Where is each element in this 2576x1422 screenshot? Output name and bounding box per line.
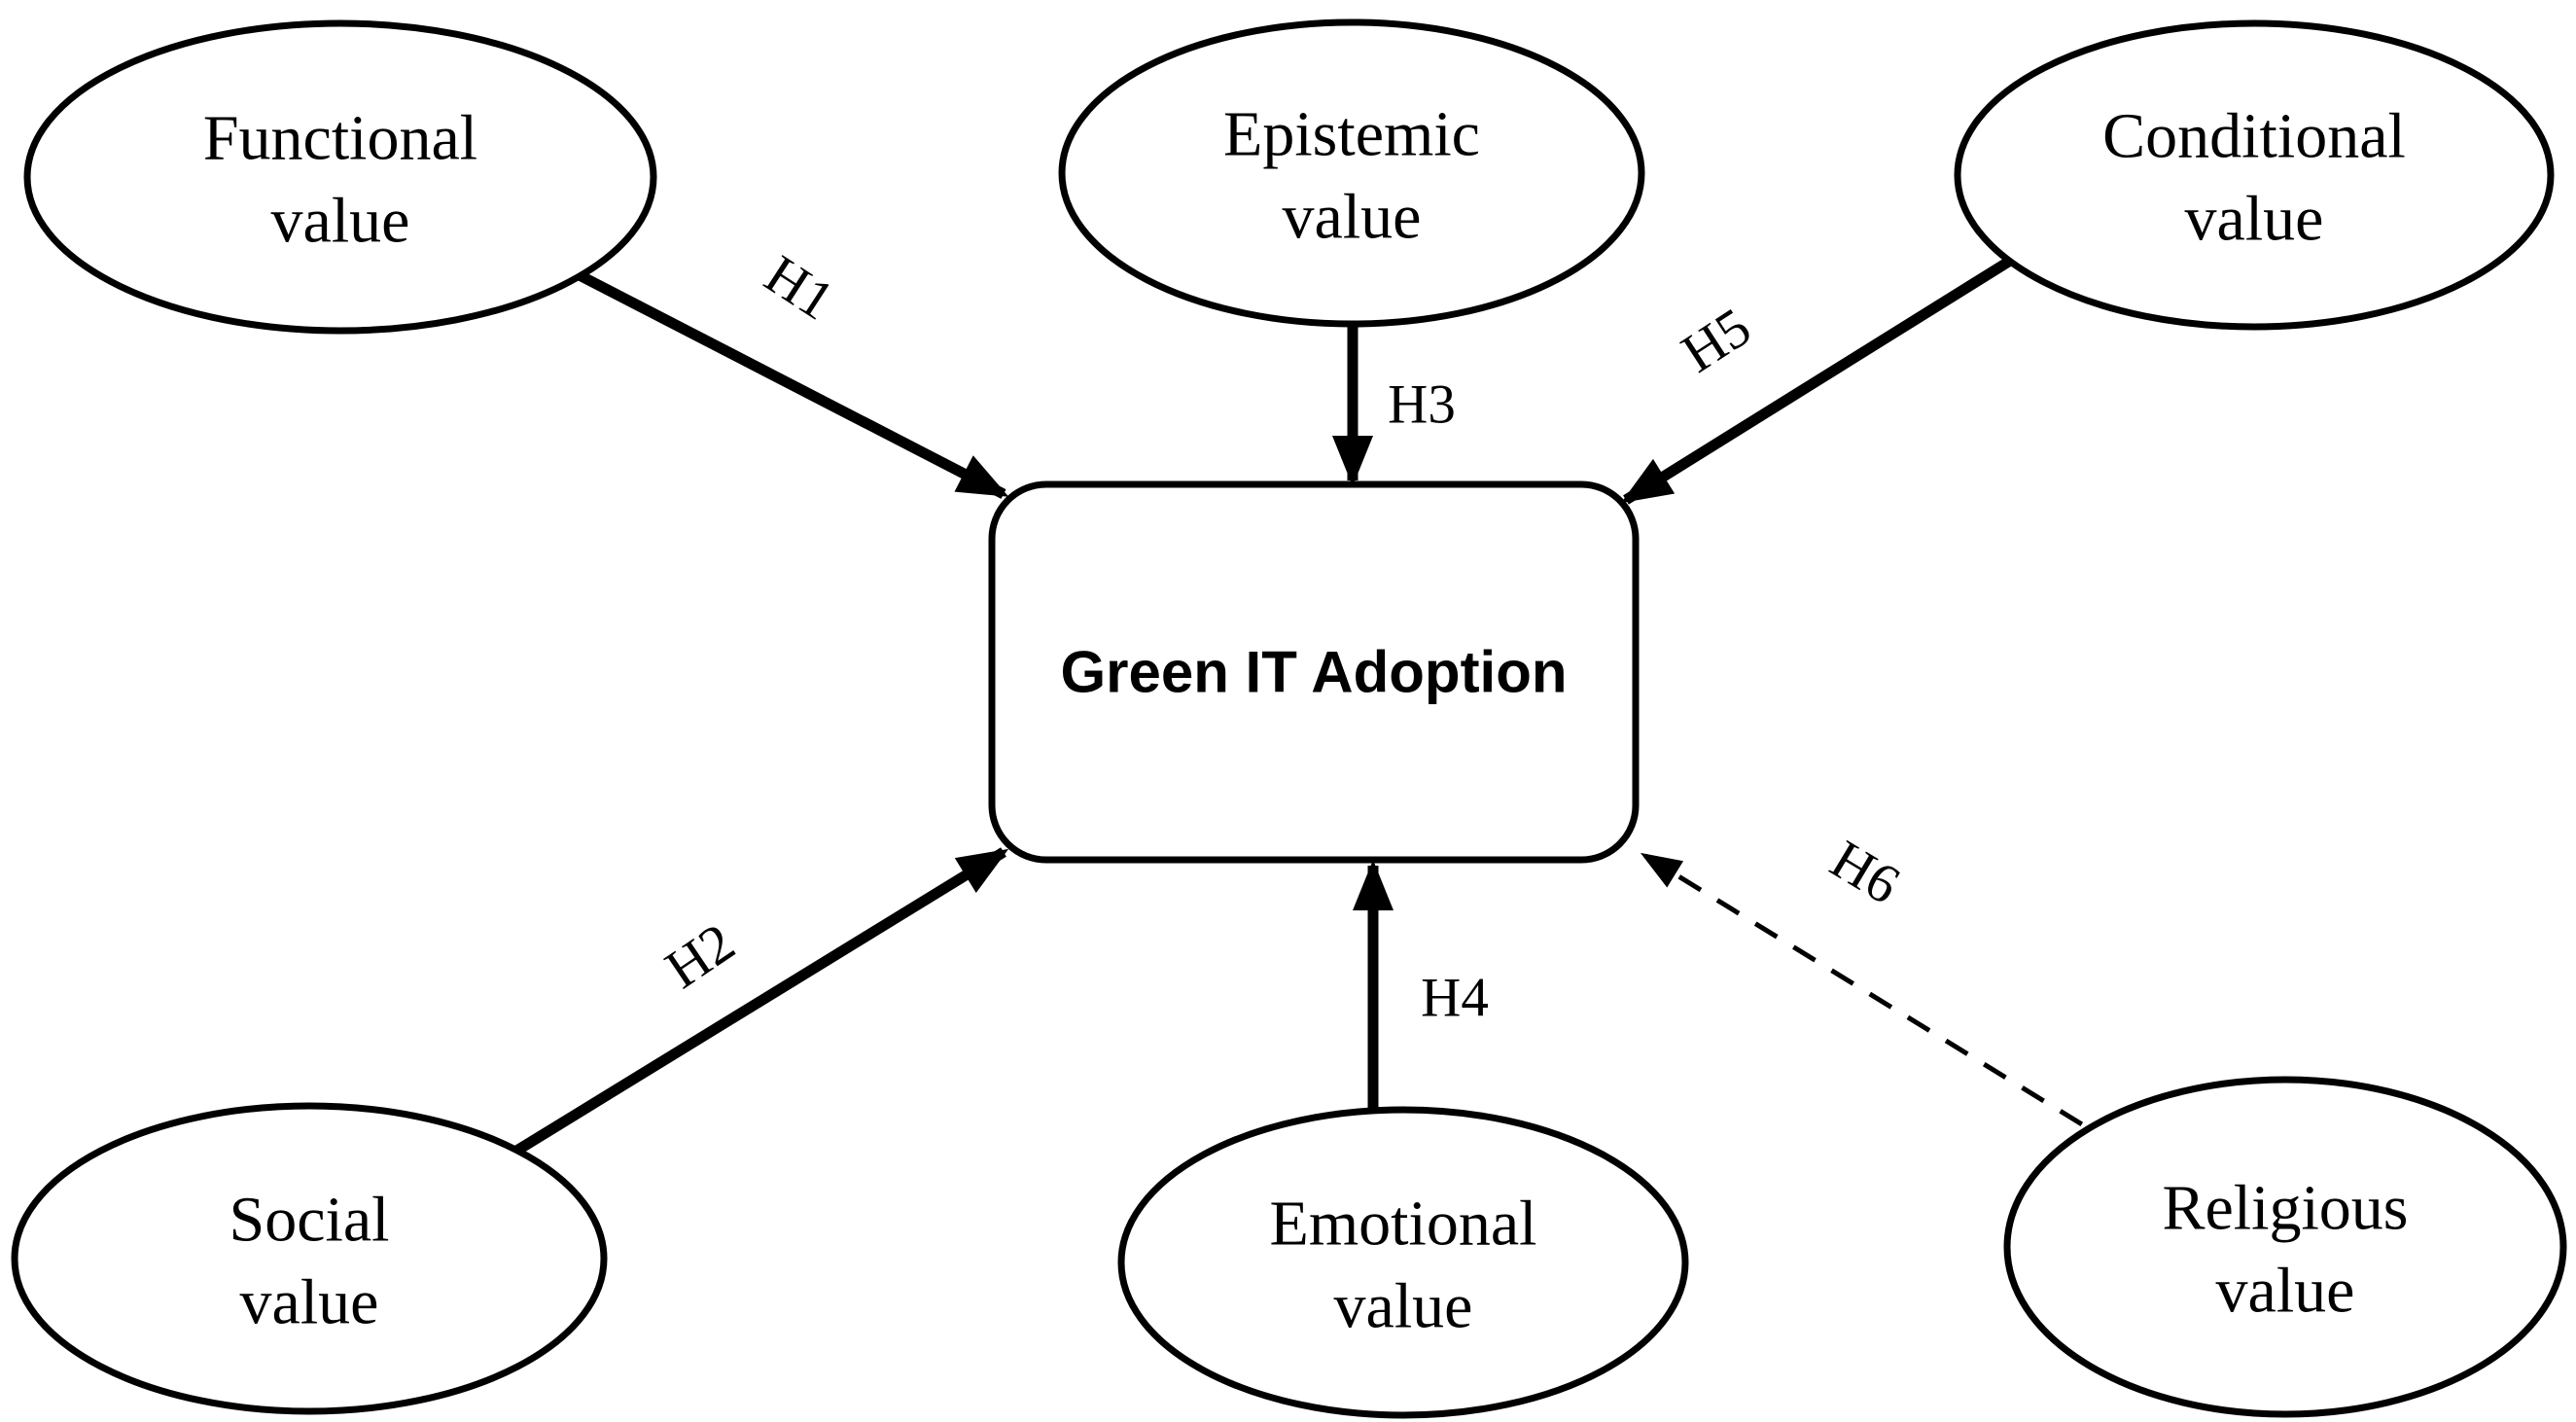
node-conditional-label-line1: Conditional bbox=[2102, 101, 2406, 172]
edge-h6-line bbox=[1640, 852, 2122, 1151]
node-religious-label-line1: Religious bbox=[2162, 1173, 2408, 1244]
node-functional-label-line2: value bbox=[271, 186, 410, 257]
center-box-label: Green IT Adoption bbox=[1060, 640, 1567, 705]
edge-h2-label: H2 bbox=[655, 911, 746, 1000]
edge-h5-label: H5 bbox=[1672, 297, 1762, 385]
edge-h5-line bbox=[1620, 248, 2026, 505]
center-box bbox=[988, 480, 1640, 864]
node-functional-label-line1: Functional bbox=[203, 103, 477, 174]
node-religious-label-line2: value bbox=[2216, 1256, 2355, 1327]
edge-h1-line bbox=[571, 267, 1009, 499]
node-religious-ellipse bbox=[2003, 1076, 2567, 1418]
node-emotional-label-line2: value bbox=[1334, 1271, 1473, 1342]
node-conditional-label-line2: value bbox=[2185, 184, 2324, 255]
node-epistemic-label-line1: Epistemic bbox=[1223, 99, 1480, 170]
node-social-label-line2: value bbox=[240, 1267, 379, 1338]
node-epistemic-label-line2: value bbox=[1283, 182, 1422, 253]
node-conditional-ellipse bbox=[1954, 19, 2555, 331]
node-social-ellipse bbox=[11, 1102, 608, 1415]
edge-h6-label: H6 bbox=[1820, 829, 1910, 916]
edges bbox=[503, 248, 2122, 1162]
edge-h1-label: H1 bbox=[755, 244, 845, 333]
edge-h4-label: H4 bbox=[1421, 968, 1489, 1029]
edge-h2-line bbox=[503, 847, 1009, 1162]
node-emotional-label-line1: Emotional bbox=[1270, 1189, 1537, 1260]
node-social-label-line1: Social bbox=[229, 1185, 390, 1256]
edge-h3-label: H3 bbox=[1388, 374, 1456, 436]
node-epistemic-ellipse bbox=[1058, 18, 1645, 328]
node-emotional-ellipse bbox=[1117, 1106, 1689, 1419]
node-labels: Functional value Epistemic value Conditi… bbox=[203, 99, 2409, 1342]
node-functional-ellipse bbox=[23, 19, 657, 335]
nodes bbox=[11, 18, 2567, 1419]
